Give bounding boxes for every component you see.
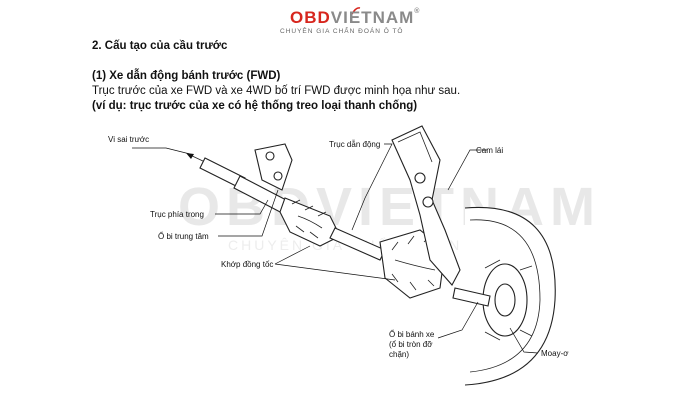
leader-differential: [132, 147, 191, 155]
leader-knuckle: [447, 149, 487, 191]
label-wheel-bearing-line1: Ổ bi bánh xe: [389, 330, 435, 339]
label-cv-joint: Khớp đồng tốc: [221, 260, 273, 269]
axle-nut: [452, 287, 491, 307]
logo-registered-mark: ®: [414, 8, 421, 15]
label-differential: Vi sai trước: [108, 135, 149, 144]
leader-cv-joint: [274, 245, 396, 281]
wheel-hub: [452, 206, 556, 386]
label-wheel-bearing-line2: (ổ bi tròn đỡ: [389, 340, 433, 349]
leader-drive-shaft: [351, 143, 393, 231]
knuckle-edge: [397, 131, 433, 163]
logo-tagline: CHUYÊN GIA CHẨN ĐOÁN Ô TÔ: [280, 28, 404, 35]
leader-inner-shaft: [215, 199, 269, 215]
label-inner-shaft: Trục phía trong: [150, 210, 204, 219]
logo-wordmark: OBDVIETNAM®: [290, 8, 420, 28]
drive-shaft-body: [329, 227, 386, 261]
label-hub: Moay-ơ: [541, 349, 569, 358]
label-knuckle: Cam lái: [476, 146, 503, 155]
bracket-bolt-1: [265, 151, 275, 161]
leader-wheel-bearing: [437, 301, 479, 339]
inner-cv-joint: [279, 197, 341, 247]
logo-brand-vietnam: VIETNAM: [330, 8, 415, 27]
knuckle-bolt-2: [422, 196, 434, 208]
front-axle-diagram: OBDVIETNAM CHUYÊN GIA CHẨN ĐOÁN Ô TÔ: [108, 125, 595, 386]
bracket-bolt-2: [273, 171, 283, 181]
label-center-bearing: Ổ bi trung tâm: [158, 232, 209, 241]
label-wheel-bearing-line3: chặn): [389, 350, 409, 359]
section-title: 2. Cấu tạo của cầu trước: [92, 40, 228, 52]
section-subtitle: (1) Xe dẫn động bánh trước (FWD): [92, 70, 281, 82]
logo-swoosh-icon: [351, 7, 361, 15]
drive-shaft-assembly: [186, 143, 446, 299]
hub-center: [494, 283, 516, 317]
leader-center-bearing: [218, 189, 279, 237]
center-bearing-bracket: [254, 143, 293, 191]
leader-hub: [509, 327, 539, 354]
label-drive-shaft: Trục dẫn động: [329, 140, 380, 149]
knuckle-bolt-1: [414, 172, 426, 184]
hub-studs: [484, 259, 533, 341]
brake-disc-inner: [469, 219, 541, 373]
section-example-note: (ví dụ: trục trước của xe có hệ thống tr…: [92, 100, 418, 112]
steering-knuckle: [391, 125, 461, 286]
logo-brand-obd: OBD: [290, 8, 331, 27]
section-description: Trục trước của xe FWD và xe 4WD bố trí F…: [92, 85, 461, 97]
brand-logo: OBDVIETNAM® CHUYÊN GIA CHẨN ĐOÁN Ô TÔ: [262, 7, 442, 38]
differential-arrowhead-icon: [186, 153, 194, 159]
